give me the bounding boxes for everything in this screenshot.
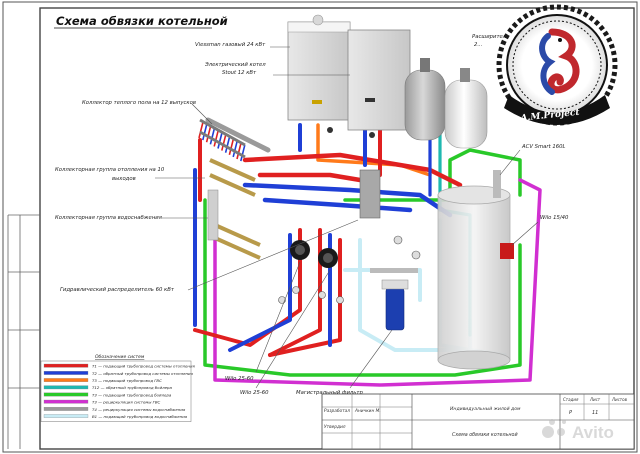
legend-swatch xyxy=(43,378,89,382)
pump-wilo-15-40 xyxy=(500,243,514,259)
tb-sheets-label: Листов xyxy=(611,397,628,402)
main-filter xyxy=(370,268,418,331)
legend-label: Т1 — подающий трубопровод системы отопле… xyxy=(92,364,195,369)
gas-boiler xyxy=(287,14,351,121)
label-gas-boiler: Viessman газовый 24 кВт xyxy=(195,42,266,48)
pump-wilo-25-60-b xyxy=(318,248,338,268)
manifold-outlet xyxy=(236,142,242,160)
valves xyxy=(278,127,421,304)
tb-checked-label: Утвердил xyxy=(324,424,346,430)
seahorse-icon xyxy=(539,28,580,95)
tb-developer: Аничкин М. xyxy=(354,408,381,414)
tb-object: Индивидуальный жилой дом xyxy=(450,406,521,412)
label-expansion-tank-1: Расширитель xyxy=(472,34,509,40)
legend-label: Т2 — обратный трубопровод системы отопле… xyxy=(92,371,194,376)
legend-swatch xyxy=(43,371,89,375)
logo-medallion: A.M.Project xyxy=(496,4,618,126)
manifold-outlet xyxy=(202,123,208,141)
boiler-supply-pipe xyxy=(343,148,522,202)
acv-water-heater xyxy=(437,170,511,370)
legend-box xyxy=(40,360,192,422)
label-expansion-tank-2: 2... xyxy=(474,42,482,48)
manifold-outlet xyxy=(205,126,212,143)
water-manifold-group xyxy=(207,189,261,260)
tb-developed-label: Разработал xyxy=(324,408,350,414)
manifold-outlet xyxy=(240,144,246,162)
legend-heading: Обозначение систем xyxy=(95,354,145,360)
avito-watermark: Avito xyxy=(542,419,614,442)
hydraulic-separator xyxy=(359,169,381,219)
manifold-outlet xyxy=(232,140,238,158)
manifold-outlet xyxy=(198,121,204,139)
legend-swatch xyxy=(43,407,89,411)
legend-label: Т3 — подающий трубопровод бойлера xyxy=(92,392,172,397)
legend-label: Т3 — рециркуляция системы ГВС xyxy=(92,400,161,405)
legend-swatch xyxy=(43,392,89,397)
electric-boiler xyxy=(347,29,411,131)
legend: Обозначение систем Т1 — подающий трубопр… xyxy=(40,354,195,422)
legend-swatch xyxy=(43,399,89,404)
expansion-tank-white xyxy=(444,68,488,149)
avito-logo-icon xyxy=(542,419,566,438)
legend-label: Т4 — рециркуляция системы водоснабжения xyxy=(92,407,186,412)
callout-leaders xyxy=(155,46,539,389)
manifold-outlet xyxy=(209,128,216,145)
callout-labels: Viessman газовый 24 кВт Электрический ко… xyxy=(55,34,569,396)
legend-label: Т3 — подающий трубопровод ГВС xyxy=(92,378,162,383)
return-pipe-1 xyxy=(242,182,453,218)
recirculation-pipe xyxy=(213,178,542,387)
watermark-text: Avito xyxy=(572,423,614,442)
label-main-filter: Магистральный фильтр xyxy=(296,390,363,396)
legend-swatch xyxy=(43,385,89,390)
label-wilo-25-60-b: Wilo 25-60 xyxy=(240,390,269,396)
page-title: Схема обвязки котельной xyxy=(56,14,228,28)
manifold-outlet xyxy=(217,132,223,149)
manifold-outlet xyxy=(224,136,231,153)
label-electric-boiler-1: Электрический котел xyxy=(204,62,266,68)
legend-swatch xyxy=(43,414,89,418)
legend-label: Т12 — обратный трубопровод бойлера xyxy=(92,385,172,390)
tb-stage-label: Стадия xyxy=(563,397,579,402)
legend-swatch xyxy=(43,363,89,368)
tb-sheet-label: Лист xyxy=(589,397,601,402)
label-floor-manifold: Коллектор теплого пола на 12 выпусков xyxy=(82,100,196,106)
title-block: Разработал Аничкин М. Утвердил Индивидуа… xyxy=(321,393,635,450)
label-wilo-15-40: Wilo 15/40 xyxy=(540,215,569,221)
supply-pipe-1 xyxy=(242,152,463,188)
manifold-outlet xyxy=(228,138,235,155)
manifold-outlet xyxy=(213,130,219,147)
tb-stage: Р xyxy=(569,410,572,416)
label-heating-group-2: выходов xyxy=(112,176,136,182)
tb-drawing-title: Схема обвязки котельной xyxy=(452,432,518,438)
expansion-tank-grey xyxy=(404,58,446,141)
legend-label: В1 — подающий трубопровод водоснабжения xyxy=(92,414,188,419)
heating-manifold-group xyxy=(209,158,256,197)
pump-wilo-25-60-a xyxy=(290,240,310,260)
label-wilo-25-60-a: Wilo 25-60 xyxy=(225,376,254,382)
label-hydro-separator: Гидравлический распределитель 60 кВт xyxy=(60,287,175,293)
manifold-outlet xyxy=(221,134,227,151)
label-heating-group-1: Коллекторная группа отопления на 10 xyxy=(55,167,165,173)
label-acv: ACV Smart 160L xyxy=(521,144,565,150)
tb-sheet: 11 xyxy=(592,410,598,416)
label-electric-boiler-2: Stout 12 кВт xyxy=(222,70,257,76)
dhw-pipe xyxy=(316,123,432,177)
floor-heating-manifold xyxy=(198,118,246,162)
label-water-group: Коллекторная группа водоснабжения xyxy=(55,215,163,221)
